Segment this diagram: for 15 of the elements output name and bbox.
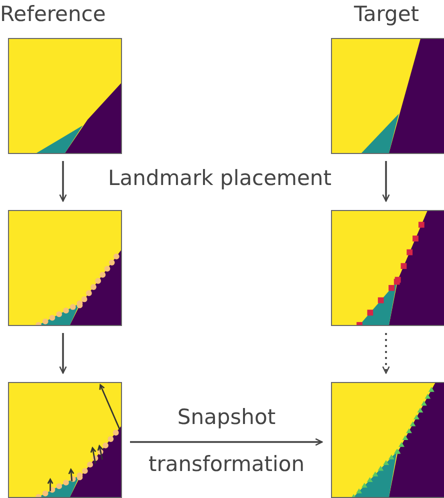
step-label: Landmark placement [108,166,332,190]
segmentation-map-picture [8,210,122,326]
column-heading: Target [354,2,419,26]
segmentation-map-picture [331,210,444,326]
arrow [382,333,390,374]
column-heading: Reference [0,2,106,26]
segmentation-map-picture [8,38,122,154]
segmentation-map-picture [331,382,444,498]
edge-label: Snapshot transformation [147,404,306,478]
arrow [59,333,67,374]
arrow [59,161,67,202]
arrow [382,161,390,202]
arrow [130,438,323,446]
segmentation-map-picture [331,38,444,154]
segmentation-map-picture [8,382,122,498]
